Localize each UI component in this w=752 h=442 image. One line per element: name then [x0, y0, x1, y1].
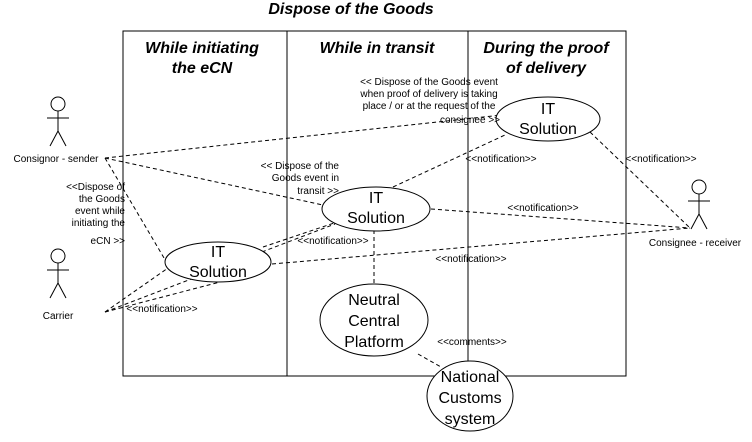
link-carrier-it-initiating — [104, 267, 169, 313]
label-delivery-event: << Dispose of the Goods event when proof… — [359, 77, 500, 126]
transit-event-line3: transit >> — [297, 186, 339, 197]
label-notification-consignee: <<notification>> — [625, 154, 696, 165]
it-initiating-line2: Solution — [189, 264, 247, 281]
transit-event-line1: << Dispose of the — [261, 161, 340, 172]
label-initiating-event: <<Dispose of the Goods event while initi… — [66, 182, 125, 247]
link-consignor-it-transit — [104, 157, 324, 206]
actor-consignor-label: Consignor - sender — [13, 154, 99, 165]
link-carrier-it-initiating-bottom — [104, 281, 221, 313]
stick-figure-icon — [47, 96, 69, 147]
link-carrier-it-transit — [104, 223, 336, 313]
initiating-event-line5: eCN >> — [91, 236, 126, 247]
label-comments: <<comments>> — [437, 337, 507, 348]
delivery-event-line4: consignee >> — [440, 115, 500, 126]
link-it-delivery-consignee — [589, 131, 691, 229]
initiating-event-line3: event while — [75, 206, 125, 217]
it-delivery-line2: Solution — [519, 121, 577, 138]
label-notification-transit-right: <<notification>> — [507, 203, 578, 214]
it-initiating-ellipse — [164, 241, 272, 283]
actor-consignee: Consignee - receiver — [649, 179, 742, 249]
link-consignor-it-delivery — [104, 114, 503, 159]
it-delivery-line1: IT — [541, 101, 555, 118]
delivery-event-line3: place / or at the request of the — [363, 101, 496, 112]
phase-initiating-line1: While initiating — [145, 40, 259, 57]
use-case-it-transit: IT Solution — [321, 186, 431, 232]
ncp-line2: Central — [348, 313, 400, 330]
link-it-transit-consignee — [430, 208, 691, 229]
actor-carrier: Carrier — [43, 248, 74, 322]
delivery-event-line1: << Dispose of the Goods event — [360, 77, 498, 88]
associations — [104, 114, 691, 368]
label-transit-event: << Dispose of the Goods event in transit… — [261, 161, 340, 197]
transit-event-line2: Goods event in — [272, 173, 339, 184]
phase-delivery-line1: During the proof — [483, 40, 610, 57]
it-delivery-ellipse — [495, 96, 601, 142]
label-notification-carrier: <<notification>> — [126, 304, 197, 315]
ncp-ellipse — [319, 283, 429, 357]
it-transit-line2: Solution — [347, 210, 405, 227]
delivery-event-line2: when proof of delivery is taking — [359, 89, 497, 100]
swimlane-frame — [122, 30, 627, 377]
it-initiating-line1: IT — [211, 244, 225, 261]
ncp-line1: Neutral — [348, 292, 400, 309]
stick-figure-icon — [47, 248, 69, 299]
label-notification-delivery: <<notification>> — [465, 154, 536, 165]
ncs-line1: National — [441, 369, 500, 386]
phase-transit-line1: While in transit — [320, 40, 435, 57]
link-consignor-it-initiating — [104, 157, 168, 264]
it-transit-ellipse — [321, 186, 431, 232]
link-ncp-ncs — [417, 353, 442, 368]
initiating-event-line1: <<Dispose of — [66, 182, 125, 193]
actor-consignor: Consignor - sender — [13, 96, 99, 165]
use-case-it-initiating: IT Solution — [164, 241, 272, 283]
stick-figure-icon — [688, 179, 710, 230]
ncs-line3: system — [445, 411, 496, 428]
label-notification-initiating-right: <<notification>> — [435, 254, 506, 265]
diagram-title: Dispose of the Goods — [268, 1, 433, 18]
ncs-ellipse — [426, 360, 514, 432]
it-transit-line1: IT — [369, 190, 383, 207]
use-case-national-customs-system: National Customs system — [426, 360, 514, 432]
phase-initiating-line2: the eCN — [172, 60, 233, 77]
use-case-it-delivery: IT Solution — [495, 96, 601, 142]
initiating-event-line2: the Goods — [79, 194, 125, 205]
use-case-neutral-central-platform: Neutral Central Platform — [319, 283, 429, 357]
label-notification-transit-left: <<notification>> — [297, 236, 368, 247]
actor-carrier-label: Carrier — [43, 311, 74, 322]
phase-delivery-line2: of delivery — [506, 60, 587, 77]
actor-consignee-label: Consignee - receiver — [649, 238, 742, 249]
initiating-event-line4: initiating the — [72, 218, 126, 229]
ncs-line2: Customs — [438, 390, 501, 407]
ncp-line3: Platform — [344, 334, 404, 351]
swimlane-border — [122, 30, 627, 377]
